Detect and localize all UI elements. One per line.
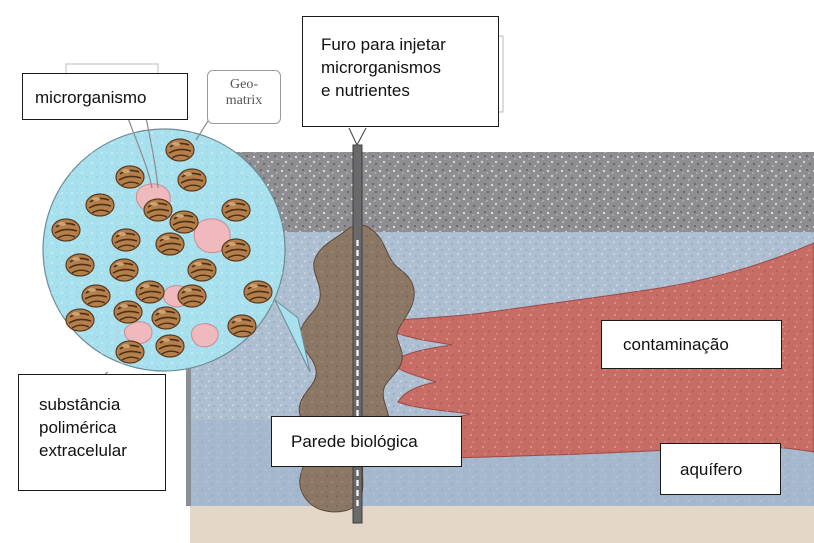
biological-wall-label: Parede biológica bbox=[271, 416, 462, 467]
aquifer-label: aquífero bbox=[660, 443, 781, 495]
eps-text-line3: extracelular bbox=[39, 439, 165, 462]
contamination-text: contaminação bbox=[623, 333, 781, 356]
eps-label: substância polimérica extracelular bbox=[18, 374, 166, 491]
eps-text-line1: substância bbox=[39, 393, 165, 416]
injection-text-line3: e nutrientes bbox=[321, 79, 498, 102]
biological-wall-text: Parede biológica bbox=[291, 430, 461, 453]
geomatrix-text-line1: Geo- bbox=[208, 77, 280, 93]
aquifer-text: aquífero bbox=[680, 458, 780, 481]
eps-text-line2: polimérica bbox=[39, 416, 165, 439]
contamination-label: contaminação bbox=[601, 320, 782, 369]
injection-text-line1: Furo para injetar bbox=[321, 33, 498, 56]
injection-well-label: Furo para injetar microrganismos e nutri… bbox=[302, 16, 499, 127]
microorganism-text: microrganismo bbox=[35, 86, 187, 109]
microorganism-label: microrganismo bbox=[22, 73, 188, 120]
geomatrix-label: Geo- matrix bbox=[207, 70, 281, 124]
geomatrix-text-line2: matrix bbox=[208, 93, 280, 109]
bedrock-layer bbox=[190, 506, 814, 543]
injection-text-line2: microrganismos bbox=[321, 56, 498, 79]
